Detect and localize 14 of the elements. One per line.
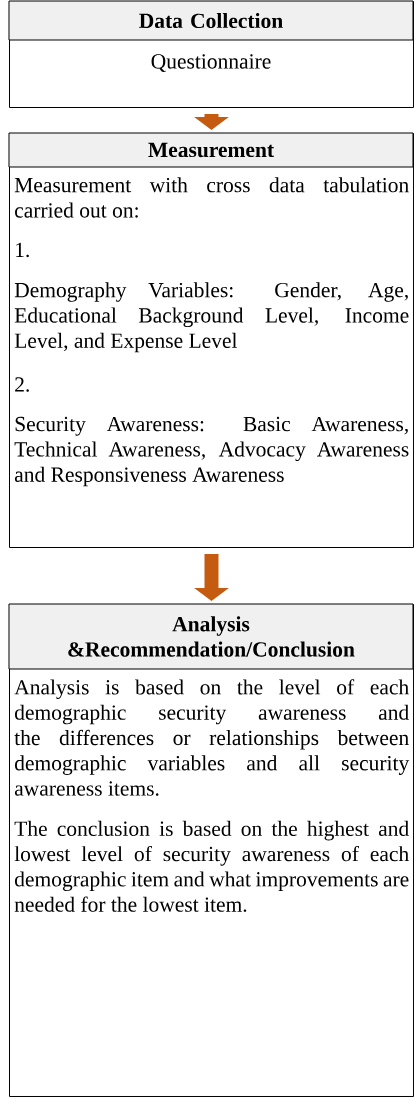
paragraph: Demography Variables: Gender, Age, Educational Background Level, Income Level, and Expense Level [14,282,409,353]
paragraph: The conclusion is based on the highest and lowest level of security awareness of each demographic item and what improvements are needed for the lowest item. [14,820,409,912]
box-heading: Measurement [148,142,274,158]
paragraph: 2. [15,377,29,392]
paragraph: Analysis is based on the level of each demographic security awareness and the differences or relationships between demographic variables and all security awareness items. [14,679,410,796]
process-box [8,0,414,108]
box-heading: Data Collection [139,12,283,29]
process-box [8,603,414,1097]
process-box [8,132,414,548]
box-text: Questionnaire [151,54,271,72]
box-heading: Analysis &Recommendation/Conclusion [68,616,355,657]
paragraph: 1. [16,242,29,258]
paragraph: Measurement with cross data tabulation carried out on: [14,177,409,218]
paragraph: Security Awareness: Basic Awareness, Technical Awareness, Advocacy Awareness and Responsiveness Awareness [14,416,409,487]
